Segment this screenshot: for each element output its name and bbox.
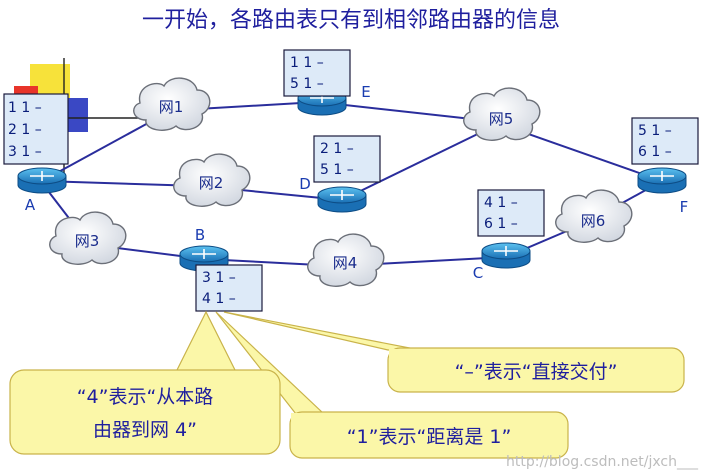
link-E-net5 bbox=[317, 101, 491, 122]
routing-table-A: 1 1 – 2 1 – 3 1 – bbox=[3, 93, 69, 165]
routing-table-E: 1 1 – 5 1 – bbox=[283, 49, 351, 97]
router-E-label: E bbox=[361, 83, 370, 101]
net5-label: 网5 bbox=[489, 110, 514, 128]
router-F-label: F bbox=[680, 198, 689, 216]
cloud-net5: 网5 bbox=[463, 87, 541, 141]
table-row: 2 1 – bbox=[320, 141, 354, 157]
callout-network-text-line1: “4”表示“从本路 bbox=[77, 386, 214, 408]
cloud-net2: 网2 bbox=[173, 153, 251, 207]
callout-direct-delivery: “–”表示“直接交付” bbox=[223, 311, 685, 393]
table-row: 1 1 – bbox=[290, 55, 324, 71]
router-C bbox=[481, 242, 531, 269]
router-B-label: B bbox=[195, 226, 205, 244]
table-row: 2 1 – bbox=[8, 122, 42, 138]
net1-label: 网1 bbox=[159, 98, 184, 116]
cloud-net3: 网3 bbox=[49, 211, 127, 265]
table-row: 6 1 – bbox=[484, 216, 518, 232]
table-row: 4 1 – bbox=[484, 195, 518, 211]
table-row: 5 1 – bbox=[320, 162, 354, 178]
table-row: 6 1 – bbox=[638, 144, 672, 160]
cloud-net1: 网1 bbox=[133, 77, 211, 131]
net2-label: 网2 bbox=[199, 174, 224, 192]
router-F bbox=[637, 167, 687, 194]
table-row: 5 1 – bbox=[290, 76, 324, 92]
table-row: 4 1 – bbox=[202, 291, 236, 307]
table-row: 1 1 – bbox=[8, 100, 42, 116]
callout-network-text-line2: 由器到网 4” bbox=[93, 419, 197, 441]
router-D-label: D bbox=[299, 175, 311, 193]
diagram-title: 一开始，各路由表只有到相邻路由器的信息 bbox=[142, 8, 560, 33]
callout-direct-text: “–”表示“直接交付” bbox=[455, 361, 618, 383]
table-row: 3 1 – bbox=[202, 270, 236, 286]
cloud-net6: 网6 bbox=[555, 189, 633, 243]
watermark: http://blog.csdn.net/jxch___ bbox=[506, 454, 699, 470]
routing-table-C: 4 1 – 6 1 – bbox=[477, 189, 545, 237]
link-D-net5 bbox=[341, 127, 491, 201]
router-A-label: A bbox=[25, 196, 36, 214]
callout-distance: “1”表示“距离是 1” bbox=[215, 311, 569, 459]
net6-label: 网6 bbox=[581, 212, 606, 230]
routing-table-F: 5 1 – 6 1 – bbox=[631, 117, 699, 165]
routing-table-D: 2 1 – 5 1 – bbox=[313, 135, 381, 183]
table-row: 3 1 – bbox=[8, 144, 42, 160]
router-D bbox=[317, 186, 367, 213]
callout-network-id: “4”表示“从本路 由器到网 4” bbox=[9, 310, 281, 455]
router-A bbox=[17, 167, 67, 194]
cloud-net4: 网4 bbox=[307, 233, 385, 287]
net3-label: 网3 bbox=[75, 232, 100, 250]
net4-label: 网4 bbox=[333, 254, 358, 272]
router-C-label: C bbox=[473, 264, 483, 282]
table-row: 5 1 – bbox=[638, 123, 672, 139]
routing-table-B: 3 1 – 4 1 – bbox=[195, 264, 263, 312]
callout-distance-text: “1”表示“距离是 1” bbox=[347, 426, 512, 448]
